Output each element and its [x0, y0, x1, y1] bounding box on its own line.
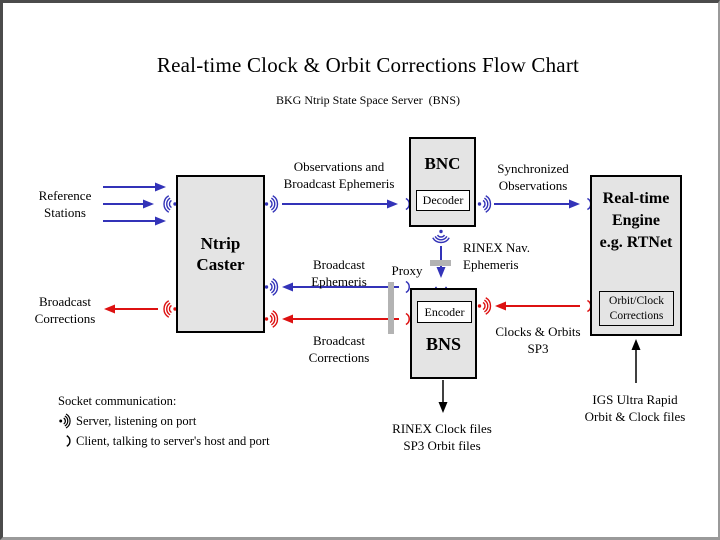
bnc-label: BNC — [424, 154, 461, 173]
observations-label: Observations and Broadcast Ephemeris — [283, 159, 395, 191]
page-subtitle: BKG Ntrip State Space Server (BNS) — [276, 93, 460, 107]
caster-left-red-server-socket-icon — [163, 300, 178, 318]
legend-client-text: Client, talking to server's host and por… — [76, 434, 270, 448]
broadcast-corrections-left-arrow — [104, 304, 158, 314]
igs-label: IGS Ultra Rapid Orbit & Clock files — [584, 392, 686, 424]
igs-input-arrow — [631, 339, 641, 383]
bnc-box: BNC Decoder — [409, 137, 476, 227]
encoder-label: Encoder — [424, 304, 465, 319]
bnc-bottom-server-socket-icon — [432, 229, 450, 244]
bns-left-red-client-socket-icon — [405, 312, 410, 326]
synchronized-observations-label: Synchronized Observations — [497, 161, 569, 193]
ntrip-caster-label: Ntrip Caster — [196, 234, 245, 274]
proxy-label: Proxy — [391, 263, 423, 278]
page-title: Real-time Clock & Orbit Corrections Flow… — [156, 53, 580, 77]
bnc-right-server-socket-icon — [477, 195, 492, 213]
legend-server-text: Server, listening on port — [76, 414, 197, 428]
reference-stations-label: Reference Stations — [38, 188, 92, 220]
bns-label: BNS — [425, 334, 461, 354]
broadcast-ephemeris-arrow — [282, 282, 399, 292]
connector-layer — [58, 182, 641, 447]
synchronized-observations-arrow — [494, 199, 580, 209]
caster-right-mid-server-socket-icon — [264, 278, 279, 296]
caster-left-server-socket-icon — [163, 195, 178, 213]
decoder-label: Decoder — [422, 193, 464, 207]
clocks-orbits-label: Clocks & Orbits SP3 — [495, 324, 581, 356]
rinex-files-label: RINEX Clock files SP3 Orbit files — [392, 421, 492, 453]
broadcast-ephemeris-label: Broadcast Ephemeris — [311, 257, 367, 289]
caster-right-server-socket-icon — [264, 195, 279, 213]
clocks-orbits-arrow — [495, 301, 580, 311]
bns-box: Encoder BNS — [410, 288, 477, 379]
legend-client-socket-icon — [66, 435, 71, 447]
bns-right-server-socket-icon — [477, 297, 492, 315]
decoder-box: Decoder — [416, 190, 470, 211]
broadcast-corrections-mid-label: Broadcast Corrections — [308, 333, 370, 365]
orbit-clock-corrections-box: Orbit/Clock Corrections — [599, 291, 674, 326]
encoder-box: Encoder — [417, 301, 472, 323]
proxy-bar-vertical — [388, 282, 394, 334]
observations-arrow — [282, 199, 398, 209]
bns-files-arrow — [438, 380, 448, 413]
broadcast-corrections-mid-arrow — [282, 314, 399, 324]
realtime-engine-box: Real-time Engine e.g. RTNet Orbit/Clock … — [590, 175, 682, 336]
rinex-nav-label: RINEX Nav. Ephemeris — [463, 240, 531, 272]
broadcast-corrections-left-label: Broadcast Corrections — [34, 294, 96, 326]
proxy-bar-horizontal — [430, 260, 451, 266]
caster-right-red-server-socket-icon — [264, 310, 279, 328]
legend-server-socket-icon — [58, 413, 71, 429]
realtime-engine-label: Real-time Engine e.g. RTNet — [599, 190, 673, 251]
reference-stations-arrows — [103, 182, 166, 226]
ntrip-caster-box: Ntrip Caster — [176, 175, 265, 333]
bns-left-client-socket-icon — [405, 280, 410, 294]
legend-title: Socket communication: — [58, 394, 177, 408]
